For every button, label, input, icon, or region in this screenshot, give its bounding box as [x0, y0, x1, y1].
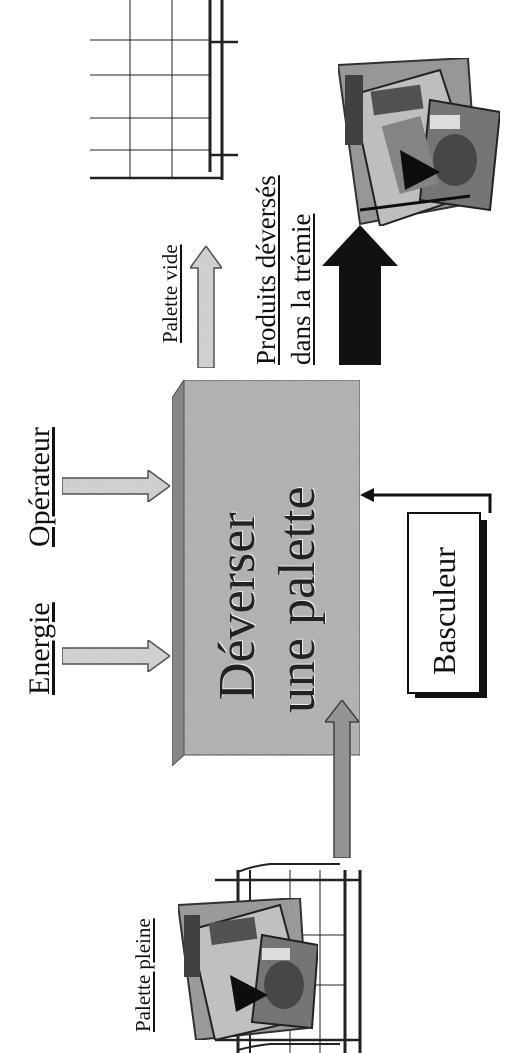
- function-box-text-line1: Déverser: [208, 512, 267, 700]
- support-connector-arrowhead: [360, 488, 374, 502]
- operateur-label: Opérateur: [23, 427, 57, 547]
- produits-label-line2: dans la trémie: [286, 214, 317, 365]
- empty-palette-rack: [90, 0, 238, 180]
- palette-vide-label: Palette vide: [158, 244, 183, 343]
- magazine-pile-top: [338, 58, 500, 226]
- produits-label-line1: Produits déversés: [251, 175, 282, 365]
- energie-arrow: [62, 640, 170, 672]
- energie-label: Energie: [23, 602, 57, 695]
- palette-pleine-label: Palette pleine: [131, 918, 156, 1032]
- support-box-shadow: [480, 520, 487, 695]
- magazine-pile-bottom: [178, 898, 318, 1040]
- support-connector: [370, 495, 490, 513]
- produits-arrow: [322, 225, 398, 365]
- palette-vide-arrow: [190, 246, 222, 368]
- function-box-text-line2: une palette: [268, 486, 327, 713]
- support-box-shadow-bottom: [415, 693, 487, 698]
- operateur-arrow: [62, 470, 170, 502]
- support-box-label: Basculeur: [426, 547, 463, 675]
